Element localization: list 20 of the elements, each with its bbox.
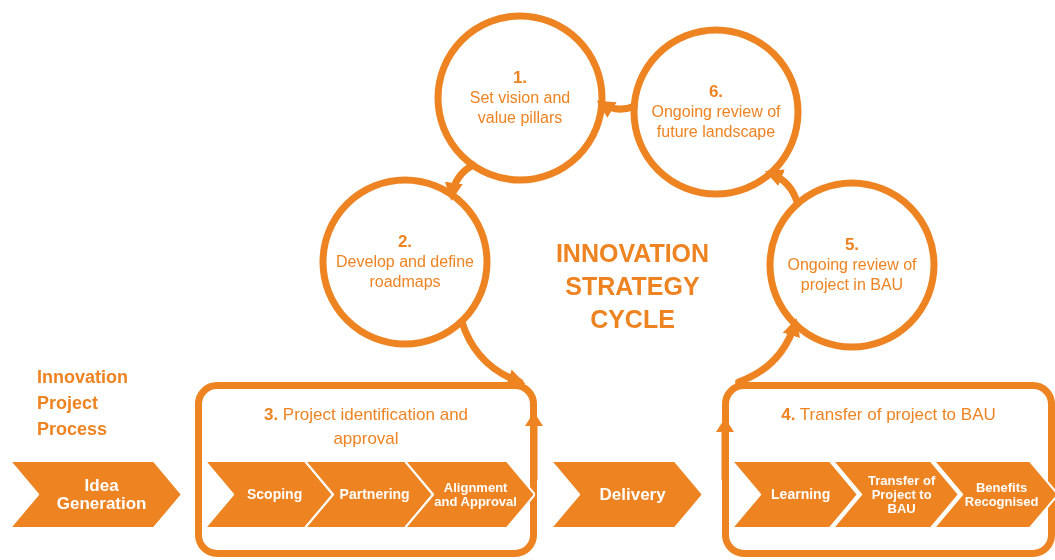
chevron-step: Partnering [305, 461, 433, 528]
step-number: 5. [844, 235, 860, 255]
stage-frame [722, 382, 1055, 557]
step-number: 2. [397, 232, 413, 252]
step-number: 1. [512, 68, 528, 88]
step-label: Develop and define roadmaps [335, 252, 475, 292]
process-title: Innovation Project Process [37, 366, 129, 441]
arrow [735, 318, 800, 386]
step-label: Set vision and value pillars [468, 88, 572, 128]
stage-heading: 4. Transfer of project to BAU [780, 404, 997, 426]
cycle-title: INNOVATION STRATEGY CYCLE [554, 238, 711, 335]
chevron-step: Learning [732, 461, 858, 528]
stage-frame [195, 382, 537, 557]
stage-heading: 3. Project identification and approval [262, 404, 470, 450]
step-label: Ongoing review of project in BAU [786, 255, 918, 295]
chevron-step: Idea Generation [10, 461, 182, 528]
step-label: Ongoing review of future landscape [650, 102, 782, 142]
step-number: 6. [708, 82, 724, 102]
chevron-step: Scoping [205, 461, 333, 528]
chevron-step: Delivery [551, 461, 703, 528]
